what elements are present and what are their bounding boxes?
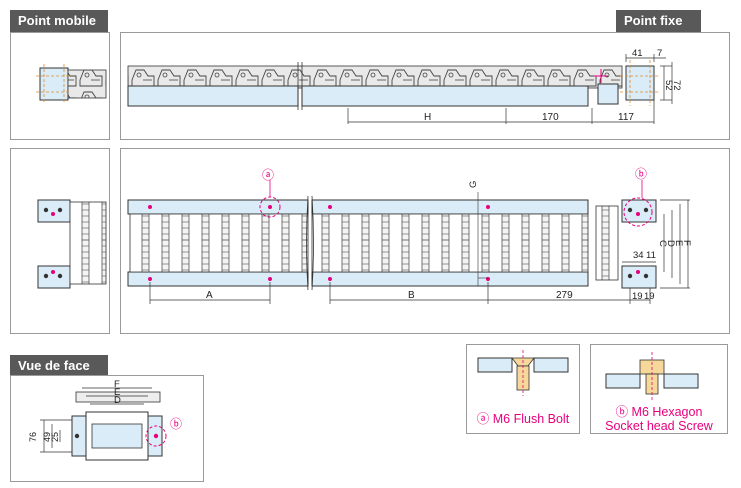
dim-41: 41 xyxy=(632,48,643,59)
fixed-point-label: Point fixe xyxy=(616,10,701,32)
dim-c: C xyxy=(657,240,668,247)
socket-screw-illustration xyxy=(605,352,699,400)
flush-bolt-caption: ⓐ M6 Flush Bolt xyxy=(476,412,570,426)
mark-a-plan: ⓐ xyxy=(262,168,274,182)
dim-a: A xyxy=(206,290,213,301)
socket-screw-caption-line2: Socket head Screw xyxy=(605,419,713,433)
dim-d: D xyxy=(665,240,676,247)
front-view-label: Vue de face xyxy=(10,355,108,377)
dim-19-a: 19 xyxy=(632,291,643,302)
dim-52: 52 xyxy=(663,80,674,91)
dim-7: 7 xyxy=(657,48,662,59)
front-dim-e: E xyxy=(114,387,120,398)
front-dim-76: 76 xyxy=(28,432,38,442)
side-view xyxy=(127,54,673,124)
moving-plan-view xyxy=(37,199,107,289)
dim-170: 170 xyxy=(542,112,559,123)
front-dim-49: 49 xyxy=(42,432,52,442)
dim-b: B xyxy=(408,290,415,301)
dim-34: 34 xyxy=(633,250,644,261)
socket-screw-caption-line1: ⓑ M6 Hexagon xyxy=(615,405,703,419)
dim-g: G xyxy=(468,181,479,188)
front-dim-f: F xyxy=(114,379,120,390)
dim-11: 11 xyxy=(646,250,656,261)
dim-279: 279 xyxy=(556,290,573,301)
dim-e: E xyxy=(673,240,684,246)
front-mark-b: ⓑ xyxy=(170,417,182,431)
dim-h: H xyxy=(424,112,431,123)
moving-point-label: Point mobile xyxy=(10,10,108,32)
socket-screw-panel xyxy=(590,344,728,434)
dim-f: F xyxy=(681,240,692,246)
dim-19-b: 19 xyxy=(644,291,655,302)
dim-72: 72 xyxy=(671,80,682,91)
dim-117: 117 xyxy=(618,112,634,123)
front-dim-25: 25 xyxy=(50,432,60,442)
front-dim-d: D xyxy=(114,395,121,406)
front-view xyxy=(40,387,167,461)
mark-b-plan: ⓑ xyxy=(635,167,647,181)
flush-bolt-illustration xyxy=(477,350,569,396)
plan-view xyxy=(127,180,690,304)
moving-side-view xyxy=(36,64,107,104)
